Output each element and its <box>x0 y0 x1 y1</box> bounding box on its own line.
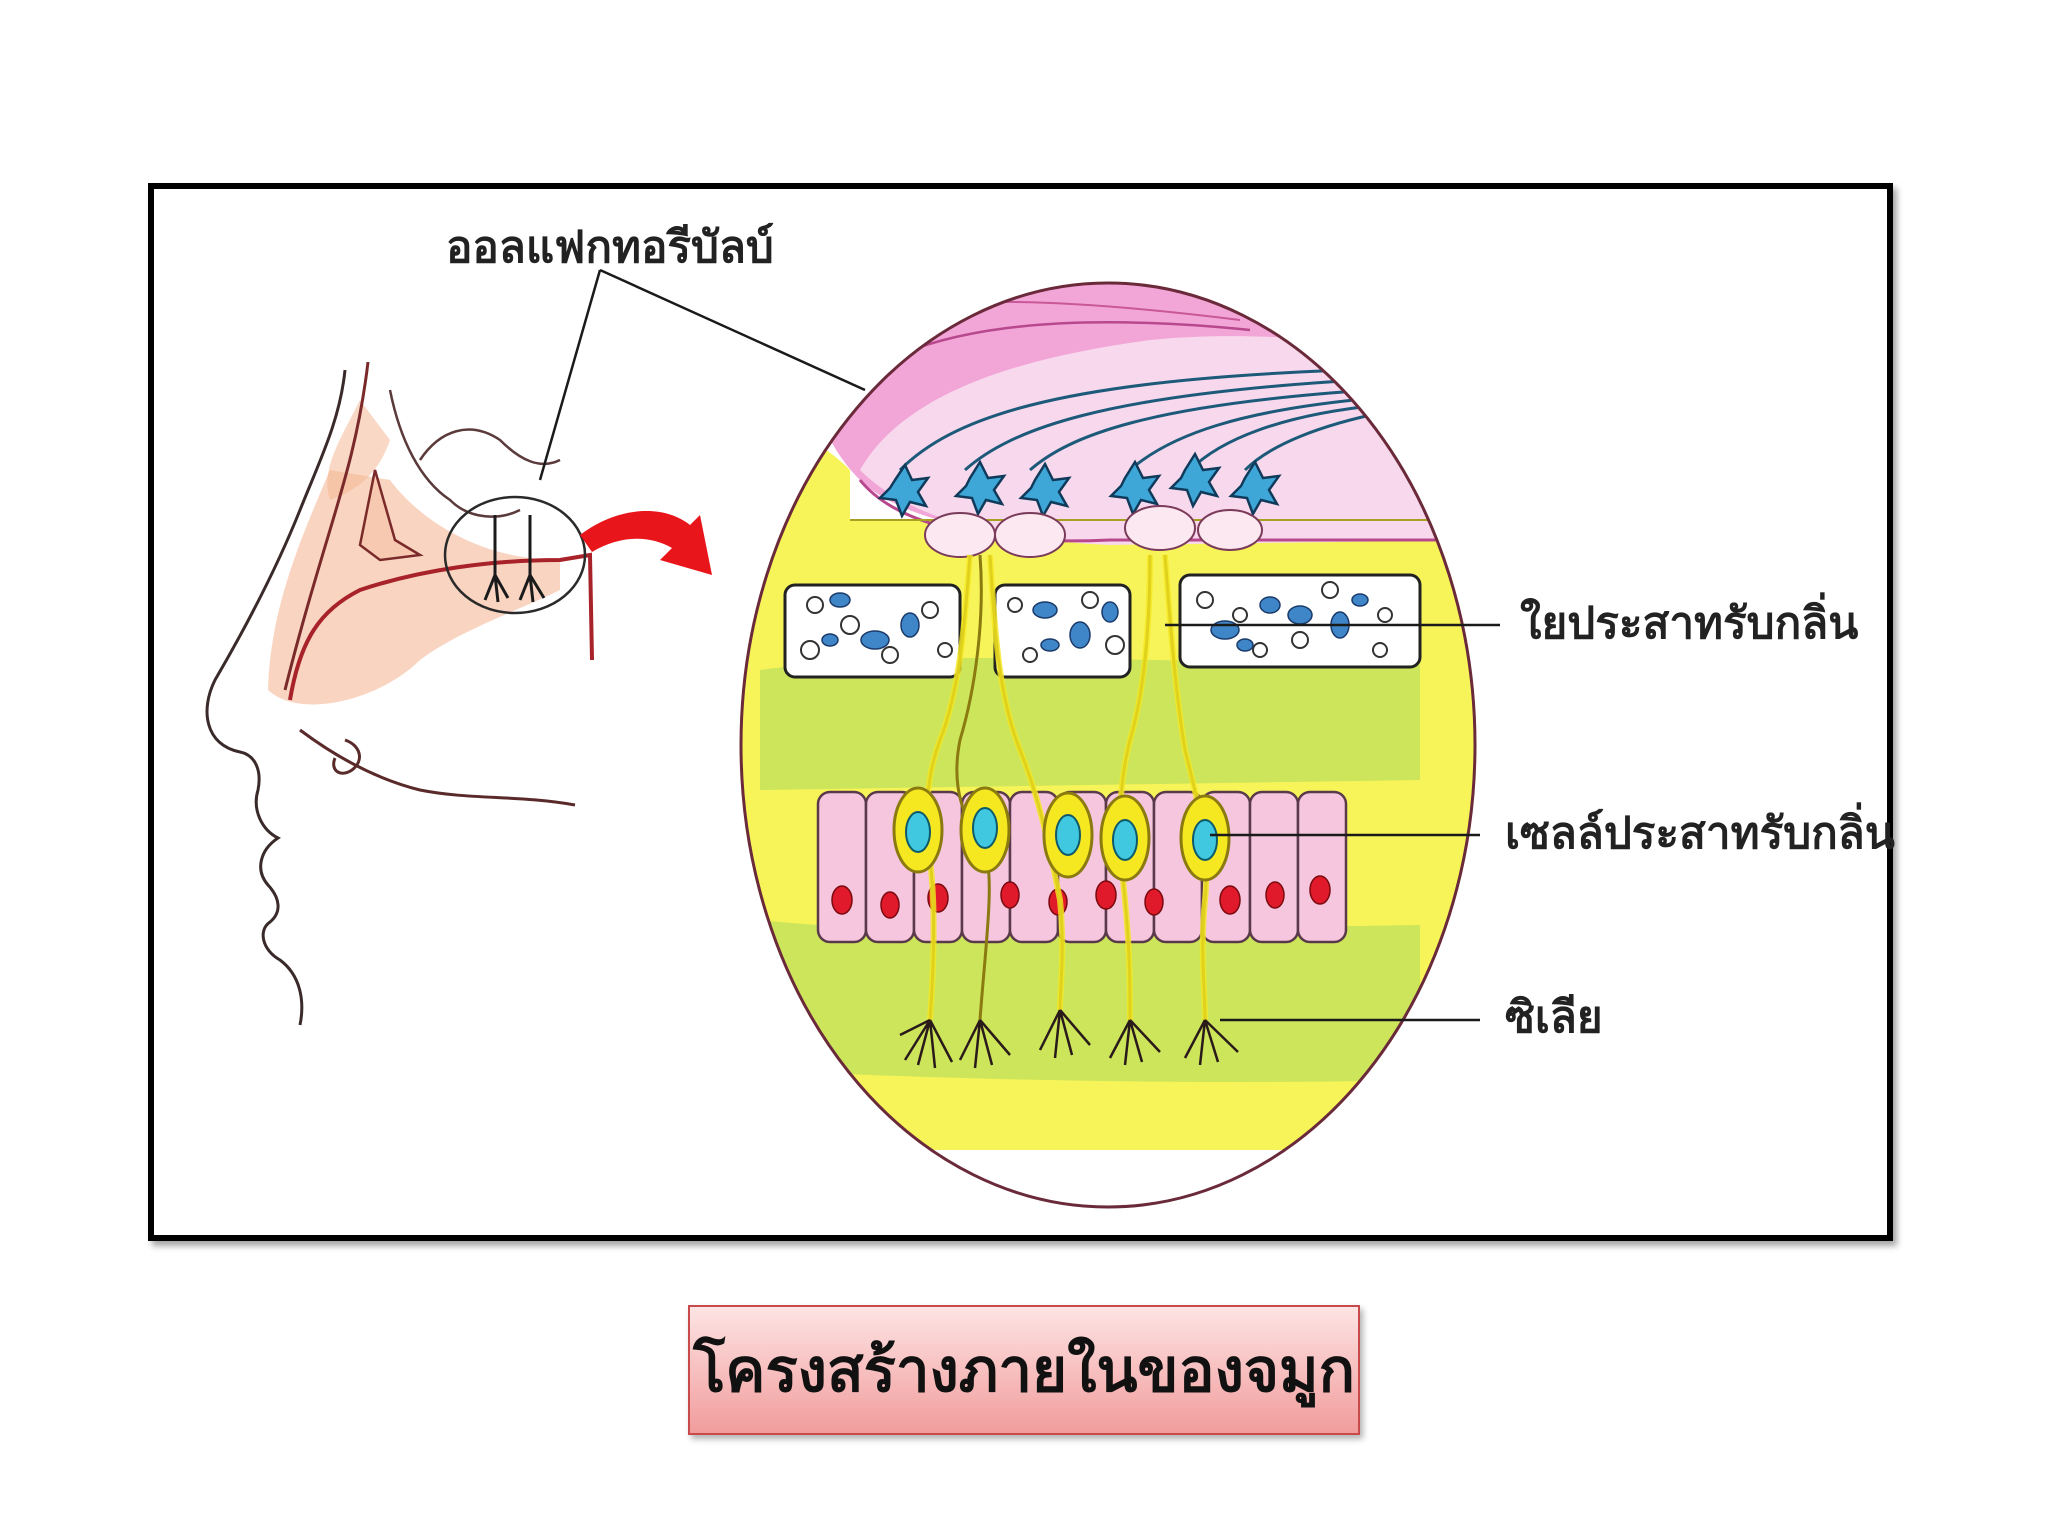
face-profile <box>205 361 594 1026</box>
brain-outline <box>418 428 561 466</box>
mini-nerve-fibers <box>483 515 546 603</box>
sinus-shape <box>358 469 424 562</box>
caption-title: โครงสร้างภายในของจมูก <box>693 1335 1355 1406</box>
green-band-lower <box>760 920 1420 1082</box>
skin-shading <box>268 470 560 705</box>
nostril-curl <box>332 738 361 775</box>
leader-olfactory-bulb <box>538 269 602 481</box>
leader-lines <box>538 268 1500 1022</box>
nasal-cavity-red <box>288 552 594 701</box>
magnified-circle-outline <box>739 281 1477 1209</box>
cribriform-plate <box>783 573 1422 679</box>
nasal-passage-line <box>299 728 576 807</box>
label-olfactory-receptor-cell: เซลล์ประสาทรับกลิ่น <box>1505 802 1895 859</box>
label-olfactory-bulb: ออลแฟกทอรีบัลบ์ <box>446 222 774 273</box>
zoom-region-circle <box>443 495 587 615</box>
skin-shading-2 <box>327 400 390 500</box>
glomeruli <box>924 505 1263 558</box>
receptor-nuclei <box>905 807 1218 861</box>
green-band-upper <box>760 658 1420 790</box>
curved-arrow-icon <box>580 511 712 575</box>
label-cilia: ซิเลีย <box>1505 992 1603 1043</box>
magnified-view <box>741 283 1475 1207</box>
nasal-cavity-line <box>283 361 370 691</box>
label-olfactory-nerve-fiber: ใยประสาทรับกลิ่น <box>1520 592 1858 649</box>
leader-olfactory-bulb-2 <box>599 268 866 392</box>
cilia-bundles <box>899 1009 1239 1069</box>
face-outline <box>205 369 347 1026</box>
mitral-cells <box>877 451 1282 519</box>
epithelium-nuclei <box>831 875 1331 919</box>
caption-box: โครงสร้างภายในของจมูก <box>688 1305 1360 1435</box>
